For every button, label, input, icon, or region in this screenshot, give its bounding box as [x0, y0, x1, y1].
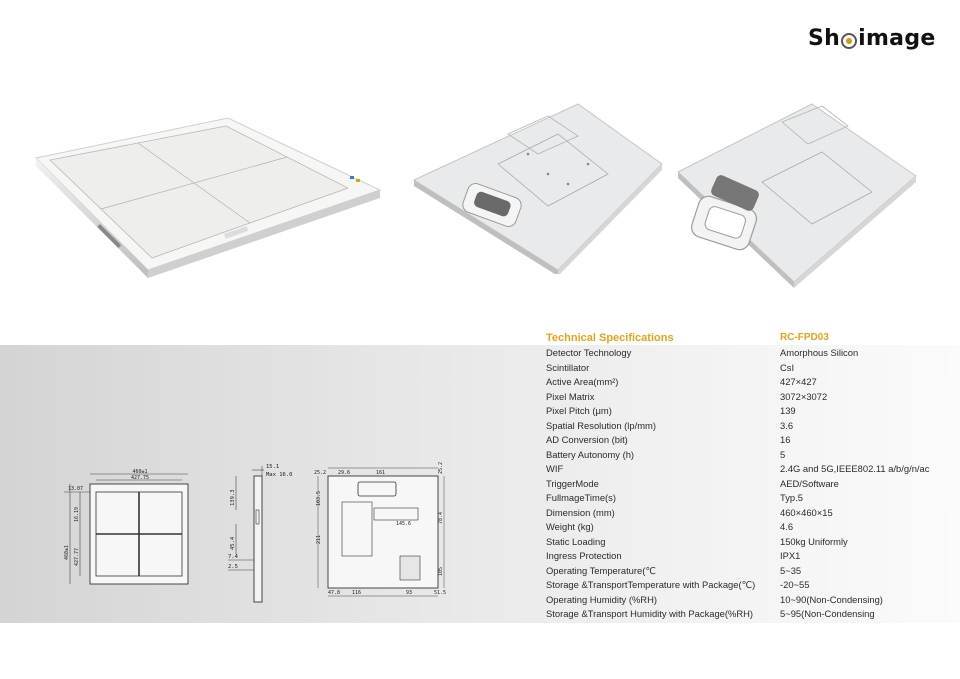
- spec-value: AED/Software: [780, 477, 839, 489]
- spec-row: TriggerMode AED/Software: [546, 477, 946, 492]
- spec-value: 427×427: [780, 376, 817, 387]
- spec-row: Battery Autonomy (h) 5: [546, 448, 946, 463]
- spec-row: Storage &TransportTemperature with Packa…: [546, 578, 946, 593]
- spec-row: Pixel Matrix 3072×3072: [546, 390, 946, 405]
- brand-logo: Sh image: [808, 26, 936, 51]
- detector-front-image: [34, 117, 382, 278]
- back-bottom-a: 47.8: [328, 590, 340, 596]
- spec-row: Scintillator CsI: [546, 361, 946, 376]
- model-header: RC-FPD03: [780, 332, 829, 343]
- spec-label: Weight (kg): [546, 521, 594, 532]
- back-bottom-b: 116: [352, 590, 361, 596]
- spec-value: 2.4G and 5G,IEEE802.11 a/b/g/n/ac: [780, 463, 930, 474]
- drawing-front-view: 460±1 427.75 13.07 16.19 460±1 427.77: [64, 469, 189, 585]
- back-left-a: 103.5: [316, 491, 322, 506]
- spec-label: Operating Humidity (%RH): [546, 593, 657, 605]
- logo-text-right: image: [858, 26, 936, 51]
- spec-label: Operating Temperature(℃: [546, 564, 656, 576]
- side-dim-a: 139.3: [230, 489, 236, 506]
- spec-label: Storage &TransportTemperature with Packa…: [546, 579, 756, 590]
- logo-text-left: Sh: [808, 26, 841, 51]
- back-top-b: 29.6: [338, 470, 350, 476]
- spec-value: 139: [780, 405, 796, 416]
- side-dim-d: 2.5: [228, 564, 238, 570]
- spec-value: 3072×3072: [780, 390, 828, 402]
- front-active-width: 427.75: [131, 475, 149, 481]
- back-bottom-c: 93: [406, 590, 412, 596]
- spec-label: Detector Technology: [546, 347, 632, 358]
- spec-label: Ingress Protection: [546, 550, 622, 561]
- front-top-offset: 16.19: [74, 507, 80, 522]
- spec-value: 3.6: [780, 419, 794, 431]
- spec-value: CsI: [780, 361, 795, 373]
- spec-row: Operating Humidity (%RH) 10~90(Non-Conden…: [546, 593, 946, 608]
- logo-mark-icon: [841, 32, 858, 49]
- back-mid-a: 145.6: [396, 521, 411, 527]
- back-bottom-d: 51.5: [434, 590, 446, 596]
- spec-value: Typ.5: [780, 492, 803, 503]
- spec-row: Spatial Resolution (lp/mm) 3.6: [546, 419, 946, 434]
- spec-row: Active Area(mm²) 427×427: [546, 375, 946, 390]
- spec-row: FullmageTime(s) Typ.5: [546, 491, 946, 506]
- front-overall-height: 460±1: [64, 545, 70, 560]
- spec-label: Dimension (mm): [546, 506, 615, 518]
- spec-value: 460×460×15: [780, 506, 833, 518]
- spec-value: -20~55: [780, 579, 810, 590]
- spec-row: AD Conversion (bit) 16: [546, 433, 946, 448]
- back-top-a: 25.2: [314, 470, 326, 476]
- spec-value: 5: [780, 448, 786, 460]
- spec-row: Pixel Pitch (μm) 139: [546, 404, 946, 419]
- spec-label: Active Area(mm²): [546, 376, 619, 387]
- back-top-c: 161: [376, 470, 385, 476]
- spec-label: Pixel Pitch (μm): [546, 405, 612, 416]
- spec-label: FullmageTime(s): [546, 492, 616, 503]
- specs-header: Technical Specifications: [546, 332, 674, 344]
- spec-row: Storage &Transport Humidity with Package…: [546, 607, 946, 622]
- spec-label: Spatial Resolution (lp/mm): [546, 419, 656, 431]
- front-overall-width: 460±1: [132, 469, 147, 475]
- spec-row: Static Loading 150kg Uniformly: [546, 535, 946, 550]
- spec-row: Detector Technology Amorphous Silicon: [546, 346, 946, 361]
- spec-label: WIF: [546, 463, 564, 474]
- front-active-height: 427.77: [74, 548, 80, 566]
- spec-row: Operating Temperature(℃ 5~35: [546, 564, 946, 579]
- side-thickness: 15.1: [266, 464, 279, 470]
- back-right-b: 78.4: [438, 512, 444, 524]
- spec-row: Weight (kg) 4.6: [546, 520, 946, 535]
- spec-value: 16: [780, 434, 791, 445]
- side-dim-c: 7.4: [228, 554, 239, 560]
- side-dim-b: 45.4: [230, 536, 236, 550]
- drawing-back-view: 25.2 29.6 161 25.2 103.5 145.6 78.4 211 …: [314, 462, 446, 597]
- spec-label: AD Conversion (bit): [546, 434, 628, 445]
- detector-handle-image: [677, 103, 917, 288]
- spec-value: 150kg Uniformly: [780, 535, 848, 547]
- spec-value: 5~35: [780, 564, 802, 576]
- back-right-a: 25.2: [438, 462, 444, 474]
- detector-back-image: [412, 103, 663, 274]
- spec-label: Storage &Transport Humidity with Package…: [546, 608, 754, 619]
- spec-value: Amorphous Silicon: [780, 347, 859, 358]
- spec-value: 5~95(Non-Condensing: [780, 608, 875, 619]
- spec-value: IPX1: [780, 550, 801, 561]
- back-left-b: 211: [316, 535, 322, 544]
- spec-row: Dimension (mm) 460×460×15: [546, 506, 946, 521]
- spec-value: 10~90(Non-Condensing): [780, 593, 883, 605]
- spec-value: 4.6: [780, 521, 794, 532]
- front-left-offset: 13.07: [68, 486, 83, 492]
- back-right-c: 105: [438, 567, 444, 576]
- spec-row: WIF 2.4G and 5G,IEEE802.11 a/b/g/n/ac: [546, 462, 946, 477]
- spec-row: Ingress Protection IPX1: [546, 549, 946, 564]
- spec-label: Scintillator: [546, 361, 590, 373]
- spec-label: TriggerMode: [546, 477, 599, 489]
- spec-label: Static Loading: [546, 535, 606, 547]
- spec-label: Battery Autonomy (h): [546, 448, 635, 460]
- side-thickness-max: Max 16.0: [266, 472, 293, 478]
- spec-label: Pixel Matrix: [546, 390, 595, 402]
- drawing-side-view: 15.1 Max 16.0 139.3 45.4 7.4 2.5: [228, 464, 293, 603]
